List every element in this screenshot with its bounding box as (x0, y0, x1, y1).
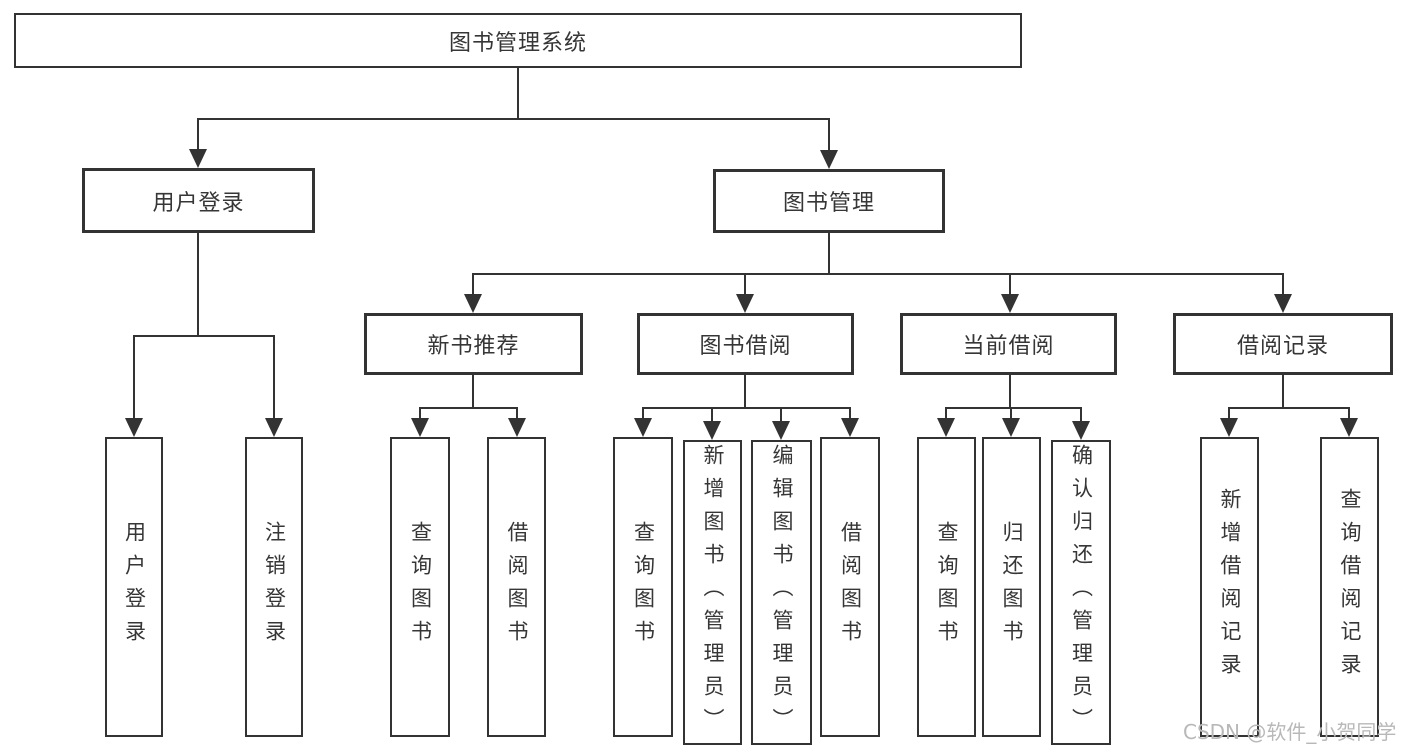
node-query-borrow-record: 查询借阅记录 (1320, 437, 1379, 737)
connector-g2-bar (419, 407, 518, 409)
node-label: 查询图书 (935, 521, 959, 653)
connector-g4c1-stem (945, 407, 947, 421)
node-label: 借阅图书 (838, 521, 863, 653)
connector-mgmt-stub (828, 233, 830, 275)
node-label: 图书管理系统 (448, 30, 587, 56)
connector-g5c2-stem (1348, 407, 1350, 421)
connector-mgmt-bar (472, 273, 1284, 275)
node-label: 借阅记录 (1236, 334, 1329, 359)
connector-g5-stub (1282, 375, 1284, 409)
arrowhead-g3c2 (703, 421, 721, 440)
node-confirm-return-admin: 确认归还（管理员） (1051, 440, 1111, 745)
node-label: 新增图书（管理员） (701, 444, 725, 741)
node-label: 图书借阅 (699, 334, 792, 359)
connector-login-bar (133, 335, 275, 337)
node-user-login: 用户登录 (82, 168, 315, 233)
connector-g3c2-stem (711, 407, 713, 421)
arrowhead-g3c3 (772, 421, 790, 440)
node-new-book-recommend: 新书推荐 (364, 313, 583, 375)
node-book-borrowing: 图书借阅 (637, 313, 854, 375)
connector-login-leaf1-stem (133, 335, 135, 421)
node-logout: 注销登录 (245, 437, 303, 737)
connector-current-stem (1009, 273, 1011, 297)
arrowhead-records (1274, 294, 1292, 313)
arrowhead-login-leaf2 (265, 418, 283, 437)
connector-g4c2-stem (1010, 407, 1012, 421)
connector-borrowing-stem (744, 273, 746, 297)
connector-g2c1-stem (419, 407, 421, 421)
connector-g4-bar (945, 407, 1082, 409)
node-label: 查询图书 (631, 521, 656, 653)
node-label: 归还图书 (1000, 521, 1024, 653)
node-add-book-admin: 新增图书（管理员） (683, 440, 742, 745)
node-label: 当前借阅 (962, 334, 1055, 359)
node-label: 图书管理 (782, 191, 875, 216)
arrowhead-borrowing (736, 294, 754, 313)
node-label: 用户登录 (152, 190, 245, 216)
connector-g5c1-stem (1228, 407, 1230, 421)
connector-g5-bar (1228, 407, 1350, 409)
connector-g3-bar (642, 407, 851, 409)
connector-root-bar (197, 118, 830, 120)
arrowhead-g2c2 (508, 418, 526, 437)
connector-records-stem (1282, 273, 1284, 297)
connector-g3c3-stem (780, 407, 782, 421)
arrowhead-newrec (464, 294, 482, 313)
connector-login-stub (197, 233, 199, 337)
node-label: 查询图书 (408, 521, 433, 653)
node-query-books-current: 查询图书 (917, 437, 976, 737)
node-label: 新增借阅记录 (1218, 488, 1242, 686)
connector-g4-stub (1009, 375, 1011, 409)
connector-g3c4-stem (849, 407, 851, 421)
node-return-books: 归还图书 (982, 437, 1041, 737)
arrowhead-g5c1 (1220, 418, 1238, 437)
connector-book-mgmt-stem (828, 118, 830, 152)
node-query-books-borrowing: 查询图书 (613, 437, 673, 737)
node-borrow-books: 借阅图书 (820, 437, 880, 737)
node-label: 用户登录 (122, 521, 147, 653)
node-current-borrowing: 当前借阅 (900, 313, 1117, 375)
arrowhead-g3c1 (634, 418, 652, 437)
connector-newrec-stem (472, 273, 474, 297)
connector-user-login-stem (197, 118, 199, 152)
arrowhead-g4c2 (1002, 418, 1020, 437)
node-borrow-books-recommend: 借阅图书 (487, 437, 546, 737)
node-label: 查询借阅记录 (1338, 488, 1362, 686)
node-label: 注销登录 (262, 521, 287, 653)
arrowhead-g4c1 (937, 418, 955, 437)
arrowhead-login-leaf1 (125, 418, 143, 437)
arrowhead-g2c1 (411, 418, 429, 437)
connector-root-stub (517, 68, 519, 120)
node-label: 新书推荐 (427, 334, 520, 359)
csdn-watermark: CSDN @软件_小贺同学 (1183, 720, 1397, 744)
node-label: 编辑图书（管理员） (770, 444, 794, 741)
connector-g2c2-stem (516, 407, 518, 421)
node-edit-book-admin: 编辑图书（管理员） (751, 440, 812, 745)
node-query-books-recommend: 查询图书 (390, 437, 450, 737)
node-add-borrow-record: 新增借阅记录 (1200, 437, 1259, 737)
arrowhead-user-login (189, 149, 207, 168)
node-book-management: 图书管理 (713, 169, 945, 233)
node-label: 确认归还（管理员） (1069, 444, 1094, 741)
arrowhead-g5c2 (1340, 418, 1358, 437)
node-user-login-leaf: 用户登录 (105, 437, 163, 737)
arrowhead-current (1001, 294, 1019, 313)
connector-login-leaf2-stem (273, 335, 275, 421)
arrowhead-g3c4 (841, 418, 859, 437)
arrowhead-book-mgmt (820, 150, 838, 169)
node-borrow-records: 借阅记录 (1173, 313, 1393, 375)
node-library-management-system: 图书管理系统 (14, 13, 1022, 68)
connector-g3c1-stem (642, 407, 644, 421)
arrowhead-g4c3 (1072, 421, 1090, 440)
node-label: 借阅图书 (505, 521, 529, 653)
connector-g2-stub (472, 375, 474, 409)
connector-g3-stub (744, 375, 746, 409)
connector-g4c3-stem (1080, 407, 1082, 421)
